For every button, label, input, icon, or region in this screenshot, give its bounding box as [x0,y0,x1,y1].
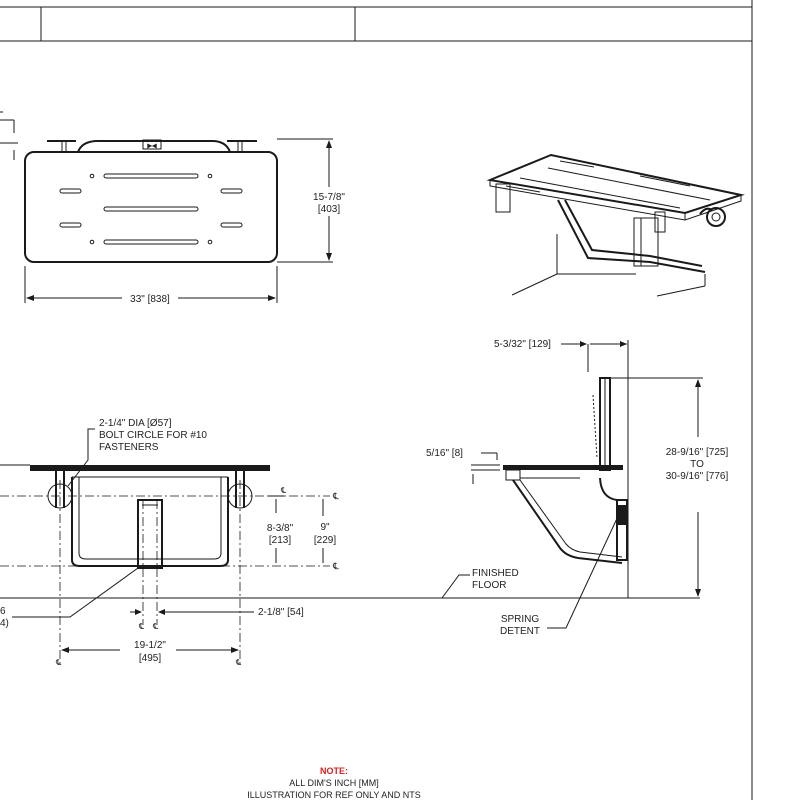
finished-floor-label-2: FLOOR [472,580,506,591]
svg-text:▶◀: ▶◀ [146,143,157,150]
svg-text:℄: ℄ [332,561,339,571]
dimension-9-mm: [229] [314,535,336,546]
svg-text:℄: ℄ [138,622,145,631]
height-to: TO [690,459,704,470]
bolt-circle-diameter: 2-1/4" DIA [Ø57] [99,418,172,429]
dimension-8-3-8: 8-3/8" [267,523,294,534]
isometric-view [486,153,745,297]
dimension-19-1-2: 19-1/2" [134,640,166,651]
depth-dimension: 15-7/8" [313,192,345,203]
front-view: ℄ ℄ ℄ ℄ ℄ ℄ ℄ 2-1/4" DIA [Ø57] BOLT CIRC… [0,418,339,667]
dimension-19-1-2-mm: [495] [139,653,161,664]
bolt-circle-note: BOLT CIRCLE FOR #10 [99,430,207,441]
dimension-8-3-8-mm: [213] [269,535,291,546]
cropped-callout-2: 4) [0,618,9,629]
svg-text:℄: ℄ [235,658,242,667]
fasteners-note: FASTENERS [99,442,159,453]
width-dimension: 33" [838] [130,294,170,305]
finished-floor-label: FINISHED [472,568,519,579]
side-view: 5-3/32" [129] 5/16" [8] 28-9/16" [725] T… [426,339,728,637]
title-block-frame [0,0,753,800]
height-min-dimension: 28-9/16" [725] [666,447,729,458]
depth-dimension-mm: [403] [318,204,340,215]
drawing-note: NOTE: ALL DIM'S INCH [MM] ILLUSTRATION F… [247,766,421,800]
thickness-dimension: 5/16" [8] [426,448,463,459]
dimension-9: 9" [320,522,330,533]
svg-text:℄: ℄ [152,622,159,631]
note-heading: NOTE: [320,766,348,776]
height-max-dimension: 30-9/16" [776] [666,471,729,482]
dimension-2-1-8: 2-1/8" [54] [258,607,304,618]
note-illustration: ILLUSTRATION FOR REF ONLY AND NTS [247,790,421,800]
cropped-callout-1: 6 [0,606,6,617]
spring-detent-label-2: DETENT [500,626,540,637]
offset-dimension: 5-3/32" [129] [494,339,551,350]
svg-text:℄: ℄ [332,491,339,501]
top-view: ▶◀ 15-7/8" [403] 33" [838] [0,111,345,305]
note-units: ALL DIM'S INCH [MM] [289,778,378,788]
svg-text:℄: ℄ [280,486,287,495]
spring-detent-label: SPRING [501,614,540,625]
seat-front-edge [30,465,270,471]
svg-text:℄: ℄ [55,658,62,667]
